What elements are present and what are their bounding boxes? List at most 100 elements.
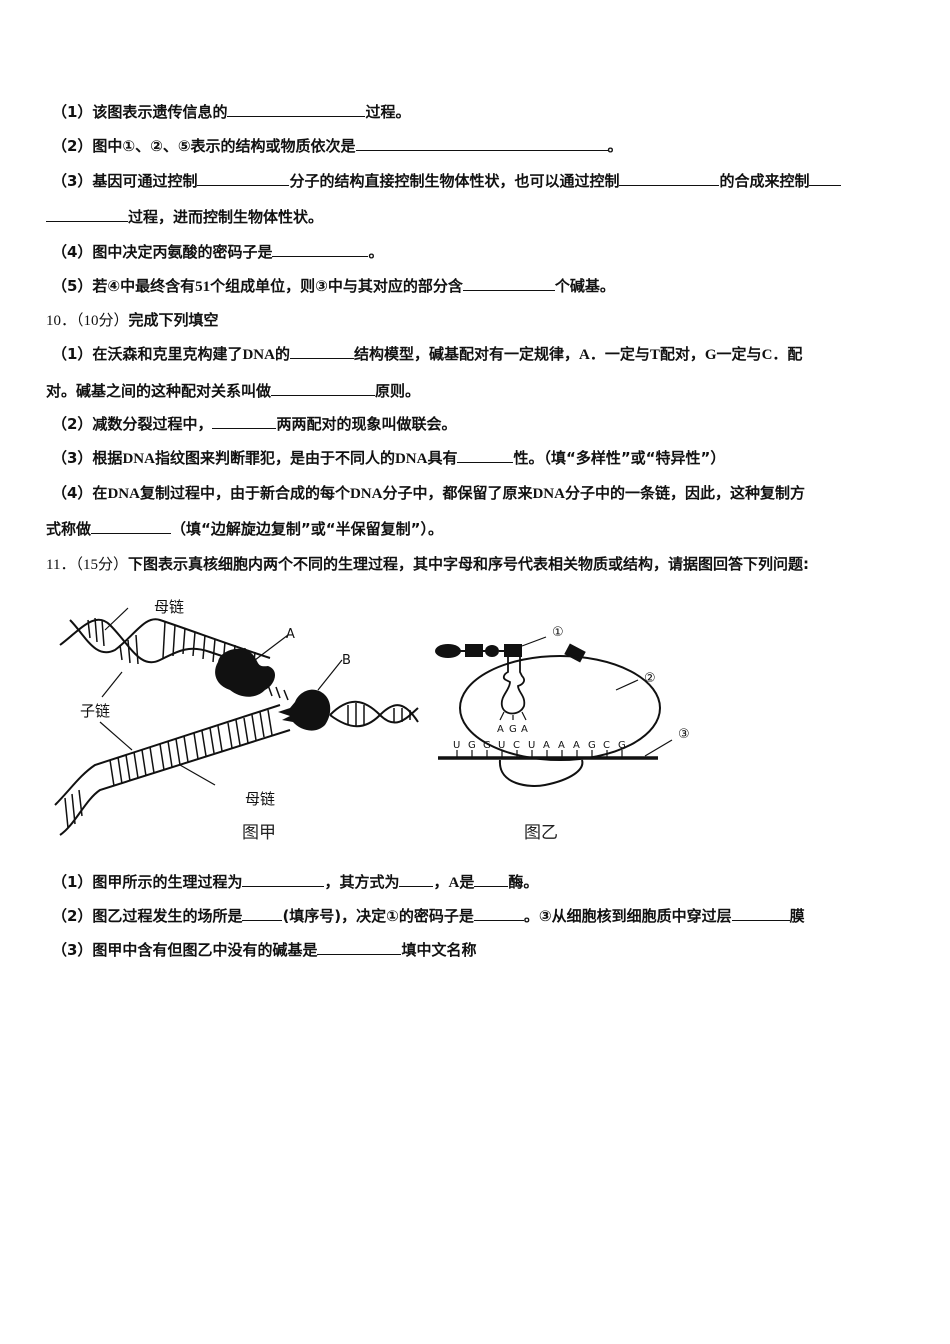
text: 过程，进而控制生物体性状。 [128,208,324,226]
text: 具有 [427,449,458,467]
mrna-base: C [603,740,610,751]
answer-blank[interactable] [809,170,842,186]
text: （2）减数分裂过程中， [52,415,213,433]
text: （2）图乙过程发生的场所是 [52,907,243,925]
figure-yi: ① ② A G A ③ U G G U C U A A A G [420,610,710,850]
answer-blank[interactable] [242,905,283,921]
label-circle-1: ① [552,625,564,640]
mrna-base: A [543,740,550,751]
text: 。 [368,243,384,261]
text: 配 [787,345,803,363]
text: （1）在沃森和克里克构建了 [52,345,243,363]
answer-blank[interactable] [457,447,514,463]
text: 两两配对的现象叫做联会。 [276,415,457,433]
text: （4）在 [52,484,108,502]
text: A． [578,347,605,363]
q11-part1: （1）图甲所示的生理过程为，其方式为，A是酶。 [52,871,538,894]
label-parent-strand-bottom: 母链 [245,790,275,808]
anticodon-base: A [497,724,504,735]
answer-blank[interactable] [473,905,524,921]
text: 复制过程中，由于新合成的每个 [139,484,350,502]
dna-replication-diagram: A B 母链 子链 母链 [54,598,419,836]
text: ，其方式为 [324,873,400,891]
text: 个组成单位，则③中与其对应的部分含 [210,277,463,295]
mrna-base: U [498,740,505,751]
question-title: 完成下列填空 [128,311,219,329]
text: 配对， [659,345,705,363]
question-number: 10． [46,313,77,329]
answer-blank[interactable] [317,939,402,955]
q10-heading: 10．（10分）完成下列填空 [46,309,219,332]
answer-blank[interactable] [399,871,434,887]
text: 性。（填“多样性”或“特异性”） [513,449,726,467]
text: 。③从细胞核到细胞质中穿过层 [523,907,732,925]
text: 分子中，都保留了原来 [382,484,533,502]
q10-part1-cont: 对。碱基之间的这种配对关系叫做 原则。 [46,380,420,402]
text: （3）基因可通过控制 [52,172,198,190]
text: DNA [107,486,140,502]
text: （填“边解旋边复制”或“半保留复制”）。 [171,520,443,538]
text: （1）图甲所示的生理过程为 [52,873,243,891]
text: DNA [349,486,383,502]
q10-part3: （3）根据DNA指纹图来判断罪犯，是由于不同人的DNA具有性。（填“多样性”或“… [52,447,725,470]
text: (填序号)，决定①的密码子是 [282,907,474,925]
mrna-base: G [483,740,491,751]
text: （3）图甲中含有但图乙中没有的碱基是 [52,941,318,959]
text: 指纹图来判断罪犯，是由于不同人的 [154,449,395,467]
answer-blank[interactable] [91,518,172,534]
answer-blank[interactable] [271,380,376,396]
answer-blank[interactable] [227,101,366,117]
q9-part2: （2）图中①、②、⑤表示的结构或物质依次是。 [52,135,623,157]
answer-blank[interactable] [619,170,720,186]
figure-jia: A B 母链 子链 母链 图甲 [50,590,430,850]
points: （10分） [76,313,129,329]
text: 分子的结构直接控制生物体性状，也可以通过控制 [289,172,620,190]
mrna-base: A [573,740,580,751]
answer-blank[interactable] [272,241,369,257]
text: 是 [459,873,475,891]
figure-caption-yi: 图乙 [524,823,558,843]
q9-part1: （1）该图表示遗传信息的过程。 [52,101,410,123]
answer-blank[interactable] [474,871,509,887]
mrna-base: G [588,740,596,751]
text: 结构模型，碱基配对有一定规律， [353,345,579,363]
answer-blank[interactable] [731,905,790,921]
q10-part1: （1）在沃森和克里克构建了DNA的结构模型，碱基配对有一定规律，A．一定与T配对… [52,343,802,366]
answer-blank[interactable] [46,206,128,222]
label-daughter-strand: 子链 [80,702,110,720]
translation-diagram: ① ② A G A ③ U G G U C U A A A G [435,625,690,787]
mrna-base: C [513,740,520,751]
q10-part4-cont: 式称做（填“边解旋边复制”或“半保留复制”）。 [46,518,443,540]
text: 过程。 [365,103,411,121]
answer-blank[interactable] [462,275,555,291]
question-title: 下图表示真核细胞内两个不同的生理过程，其中字母和序号代表相关物质或结构，请据图回… [127,555,809,573]
mrna-base: G [468,740,476,751]
mrna-base: G [618,740,626,751]
text: 原则。 [375,382,421,400]
answer-blank[interactable] [242,871,325,887]
text: 对。碱基之间的这种配对关系叫做 [46,382,272,400]
answer-blank[interactable] [289,343,354,359]
q11-part2: （2）图乙过程发生的场所是 (填序号)，决定①的密码子是 。③从细胞核到细胞质中穿过… [52,905,805,927]
q9-part5: （5）若④中最终含有51个组成单位，则③中与其对应的部分含个碱基。 [52,275,615,298]
text: 一定与 [716,345,762,363]
q11-part3: （3）图甲中含有但图乙中没有的碱基是 填中文名称 [52,939,476,961]
text: 膜 [789,907,805,925]
anticodon-base: A [521,724,528,735]
label-A: A [286,627,295,642]
q9-part3: （3）基因可通过控制分子的结构直接控制生物体性状，也可以通过控制的合成来控制 [52,170,842,192]
text: （2）图中①、②、⑤表示的结构或物质依次是 [52,137,356,155]
mrna-base: U [453,740,460,751]
answer-blank[interactable] [355,135,608,151]
text: 酶。 [508,873,539,891]
number: 51 [195,279,211,295]
label-circle-3: ③ [678,727,690,742]
text: 填中文名称 [401,941,477,959]
text: （3）根据 [52,449,123,467]
text: ， [433,873,449,891]
answer-blank[interactable] [197,170,290,186]
answer-blank[interactable] [212,413,277,429]
q10-part4: （4）在DNA复制过程中，由于新合成的每个DNA分子中，都保留了原来DNA分子中… [52,482,805,505]
text: 个碱基。 [554,277,615,295]
text: DNA [242,347,275,363]
